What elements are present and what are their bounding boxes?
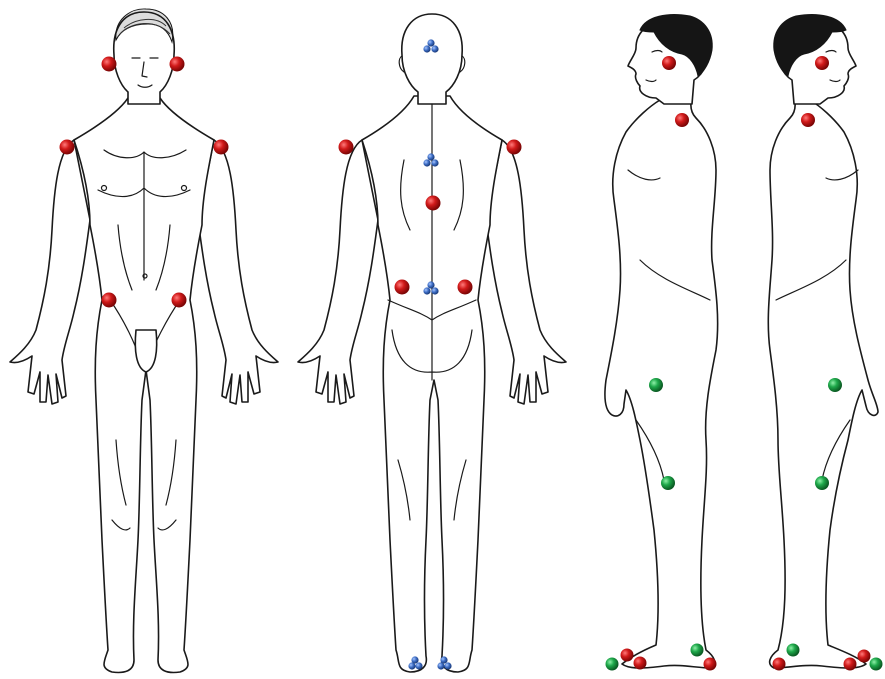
red-marker [844, 658, 857, 671]
front-right-arm [198, 140, 278, 404]
red-marker [172, 293, 187, 308]
red-marker [704, 658, 717, 671]
back-head [402, 14, 462, 104]
green-marker [691, 644, 704, 657]
red-marker [458, 280, 473, 295]
back-right-arm [486, 140, 566, 404]
red-marker [815, 56, 829, 70]
green-marker [815, 476, 829, 490]
red-marker [621, 649, 634, 662]
front-left-arm [10, 140, 90, 404]
front-groin [135, 330, 156, 372]
red-marker [634, 657, 647, 670]
red-marker [395, 280, 410, 295]
figure-side-right [768, 15, 878, 668]
side-right-body [768, 96, 878, 668]
red-marker [214, 140, 229, 155]
red-marker [801, 113, 815, 127]
red-marker [339, 140, 354, 155]
red-marker [170, 57, 185, 72]
red-marker [102, 293, 117, 308]
back-left-arm [298, 140, 378, 404]
figure-side-left [605, 15, 718, 668]
red-marker [773, 658, 786, 671]
green-marker [661, 476, 675, 490]
figure-front [10, 9, 278, 673]
green-marker [870, 658, 883, 671]
red-marker [60, 140, 75, 155]
red-marker [426, 196, 441, 211]
red-marker [102, 57, 117, 72]
green-marker [606, 658, 619, 671]
figure-back [298, 14, 566, 672]
red-marker [675, 113, 689, 127]
green-marker [649, 378, 663, 392]
red-marker [858, 650, 871, 663]
green-marker [828, 378, 842, 392]
red-marker [662, 56, 676, 70]
red-marker [507, 140, 522, 155]
green-marker [787, 644, 800, 657]
